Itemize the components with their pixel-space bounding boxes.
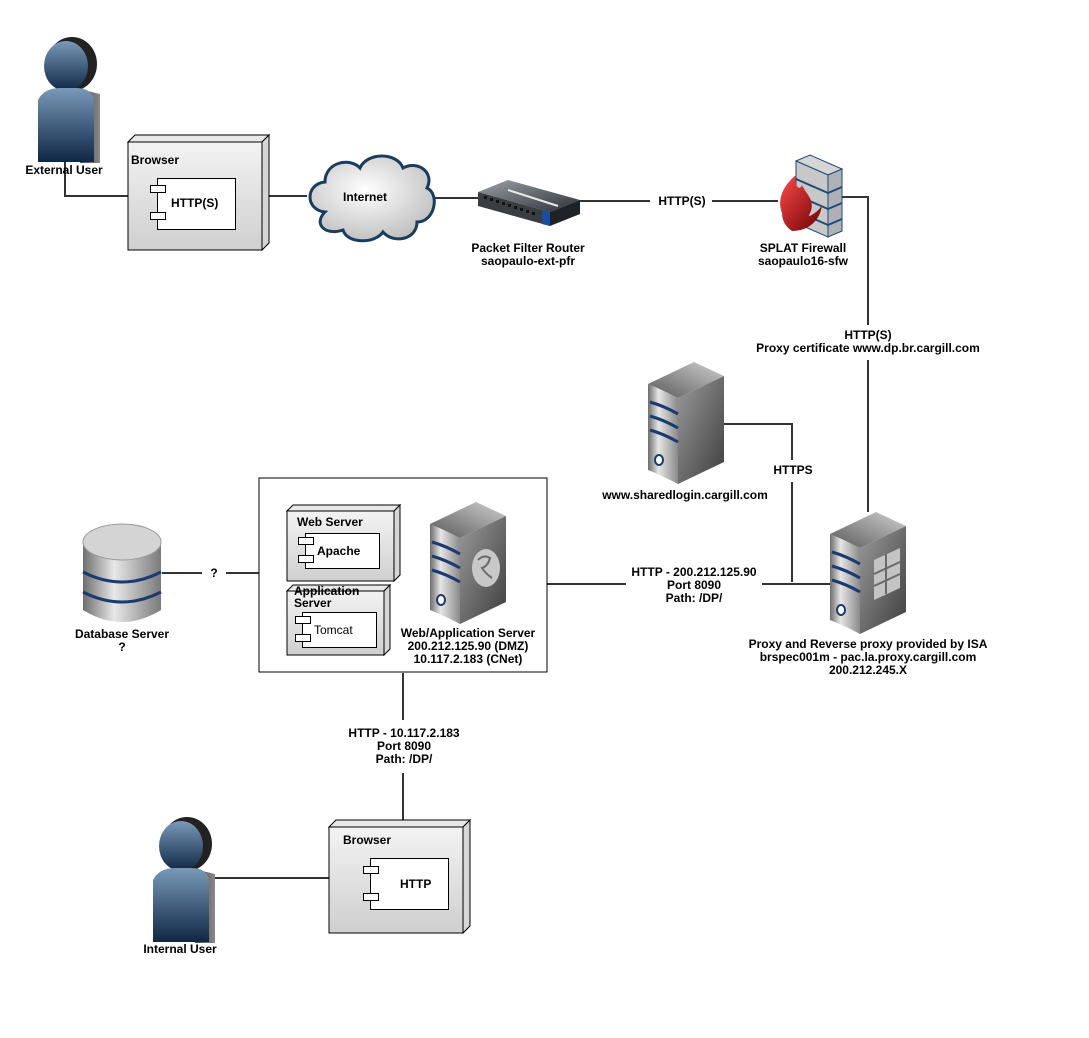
component-port-icon (363, 866, 379, 874)
label-line: 10.117.2.183 (CNet) (413, 652, 523, 666)
proxy-label: Proxy and Reverse proxy provided by ISA … (740, 638, 996, 677)
component-label: HTTP(S) (171, 196, 219, 210)
edge-label-firewall-proxy: HTTP(S) Proxy certificate www.dp.br.carg… (748, 329, 988, 355)
edge-label-webapp-proxy: HTTP - 200.212.125.90 Port 8090 Path: /D… (624, 566, 764, 605)
component-port-icon (298, 555, 314, 563)
internet-label: Internet (342, 190, 387, 204)
web-server-title: Web Server (297, 515, 363, 529)
firewall-label: SPLAT Firewall saopaulo16-sfw (748, 242, 858, 268)
label-line: 200.212.125.90 (DMZ) (407, 639, 529, 653)
component-http-internal[interactable]: HTTP (363, 858, 449, 910)
packet-filter-router-icon[interactable] (478, 180, 580, 226)
isa-proxy-server-icon[interactable] (830, 512, 906, 634)
internal-user-icon[interactable] (153, 817, 215, 943)
label-line: Database Server (74, 627, 170, 641)
sharedlogin-server-icon[interactable] (648, 362, 724, 484)
label-line: Path: /DP/ (375, 752, 433, 766)
title-line: Server (294, 596, 332, 610)
component-port-icon (363, 893, 379, 901)
label-line: Packet Filter Router (471, 241, 585, 255)
webapp-server-label: Web/Application Server 200.212.125.90 (D… (396, 627, 540, 666)
browser-internal-title: Browser (343, 833, 392, 847)
external-user-icon[interactable] (38, 37, 100, 163)
label-line: Proxy and Reverse proxy provided by ISA (748, 637, 988, 651)
title-line: Application (294, 584, 360, 598)
splat-firewall-icon[interactable] (780, 154, 844, 238)
edge-sharedlogin-proxy-a (724, 423, 793, 460)
edge-label-sharedlogin-proxy: HTTPS (773, 463, 813, 477)
globe-icon (472, 549, 500, 587)
label-line: HTTP - 200.212.125.90 (631, 565, 757, 579)
label-line: SPLAT Firewall (759, 241, 847, 255)
label-line: Path: /DP/ (665, 591, 723, 605)
label-line: Port 8090 (376, 739, 432, 753)
label-line: Proxy certificate www.dp.br.cargill.com (756, 341, 980, 355)
component-label: HTTP (400, 877, 432, 891)
application-server-title: Application Server (294, 585, 359, 609)
label-line: Port 8090 (666, 578, 722, 592)
component-port-icon (150, 212, 166, 220)
component-https-external[interactable]: HTTP(S) (150, 178, 236, 230)
edge-firewall-proxy-a (840, 196, 869, 325)
label-line: saopaulo16-sfw (757, 254, 849, 268)
internet-cloud-icon[interactable] (308, 154, 436, 243)
browser-external-title: Browser (131, 153, 180, 167)
web-application-server-icon[interactable] (430, 502, 506, 624)
component-apache[interactable]: Apache (298, 533, 380, 569)
connectors (64, 162, 869, 879)
component-port-icon (150, 185, 166, 193)
label-line: 200.212.245.X (828, 663, 908, 677)
component-port-icon (295, 634, 311, 642)
internal-user-label: Internal User (143, 942, 217, 956)
label-line: saopaulo-ext-pfr (480, 254, 575, 268)
sharedlogin-label: www.sharedlogin.cargill.com (602, 488, 768, 502)
component-label: Tomcat (314, 623, 353, 637)
database-label: Database Server ? (62, 628, 182, 654)
edge-user-browser (64, 162, 128, 197)
database-server-icon[interactable] (82, 523, 162, 622)
component-label: Apache (317, 544, 361, 558)
label-line: brspec001m - pac.la.proxy.cargill.com (759, 650, 977, 664)
edge-label-router-firewall: HTTP(S) (658, 194, 706, 208)
edge-label-webapp-browser: HTTP - 10.117.2.183 Port 8090 Path: /DP/ (340, 727, 468, 766)
router-label: Packet Filter Router saopaulo-ext-pfr (458, 242, 598, 268)
component-port-icon (295, 616, 311, 624)
edge-label-db-webapp: ? (210, 566, 218, 580)
label-line: HTTP(S) (844, 328, 892, 342)
label-line: Web/Application Server (400, 626, 536, 640)
external-user-label: External User (25, 163, 103, 177)
label-line: ? (118, 640, 126, 654)
component-tomcat[interactable]: Tomcat (295, 612, 377, 648)
label-line: HTTP - 10.117.2.183 (348, 726, 460, 740)
component-port-icon (298, 537, 314, 545)
